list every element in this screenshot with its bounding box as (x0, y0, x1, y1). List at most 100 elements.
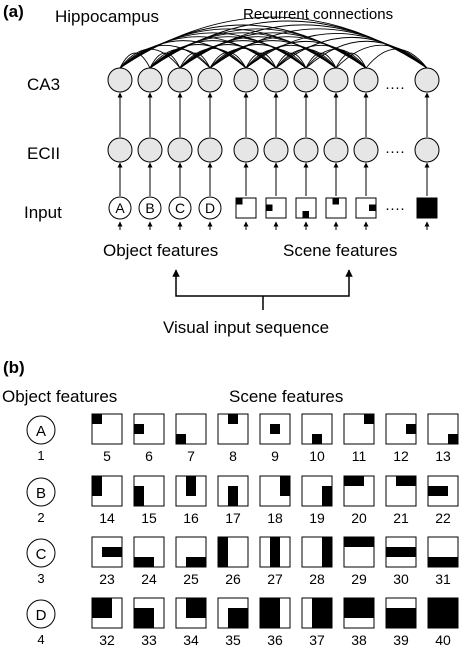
recurrent-arc (275, 36, 428, 69)
scene-feature-patch (396, 476, 416, 486)
scene-feature-number: 17 (225, 510, 241, 526)
object-features-header: Object features (2, 387, 117, 406)
object-input-letter: C (175, 200, 185, 216)
ca3-node (197, 67, 223, 93)
scene-feature-patch (260, 598, 280, 628)
panel-b-tag: (b) (3, 358, 25, 377)
scene-feature-patch (176, 434, 186, 444)
object-feature-number: 4 (37, 632, 44, 647)
scene-feature-number: 7 (187, 448, 195, 464)
object-feature-letter: D (36, 607, 47, 624)
scene-feature-number: 33 (141, 632, 157, 648)
ca3-ellipsis: ···· (385, 79, 405, 96)
scene-feature-number: 24 (141, 571, 157, 587)
scene-input-square-filled (416, 197, 438, 219)
scene-feature-number: 15 (141, 510, 157, 526)
scene-feature-number: 27 (267, 571, 283, 587)
object-input-circle (138, 196, 162, 220)
scene-input-patch (302, 211, 309, 218)
scene-input-square (355, 197, 377, 219)
ca3-node (414, 67, 440, 93)
recurrent-arc (245, 45, 337, 69)
recurrent-arc (179, 44, 277, 69)
scene-input-patch (369, 204, 376, 211)
ca3-node (323, 67, 349, 93)
scene-feature-patch (270, 424, 280, 434)
scene-feature-patch (186, 476, 196, 496)
scene-feature-number: 28 (309, 571, 325, 587)
ecii-ellipsis: ···· (385, 143, 405, 160)
scene-feature-patch (134, 486, 144, 506)
recurrent-arc (275, 45, 367, 69)
object-feature-letter: A (36, 423, 46, 440)
recurrent-arc (149, 52, 181, 69)
scene-feature-number: 26 (225, 571, 241, 587)
input-ellipsis: ···· (385, 200, 405, 217)
scene-feature-patch (92, 476, 102, 496)
scene-feature-number: 12 (393, 448, 409, 464)
recurrent-arc (305, 48, 367, 69)
recurrent-arc (335, 44, 428, 69)
object-feature-circle (26, 538, 56, 568)
scene-feature-number: 23 (99, 571, 115, 587)
scene-feature-patch (186, 557, 206, 567)
scene-feature-number: 20 (351, 510, 367, 526)
object-feature-circle (26, 599, 56, 629)
scene-feature-patch (322, 486, 332, 506)
ecii-node (323, 137, 349, 163)
object-input-circle (108, 196, 132, 220)
recurrent-arc (245, 33, 428, 69)
recurrent-arc (209, 47, 277, 69)
scene-feature-patch (186, 598, 206, 618)
scene-feature-patch (102, 547, 122, 557)
scene-feature-patch (270, 537, 280, 567)
scene-feature-patch (312, 598, 332, 628)
scene-feature-number: 25 (183, 571, 199, 587)
recurrent-arc (179, 32, 367, 69)
scene-feature-number: 5 (103, 448, 111, 464)
ecii-node (263, 137, 289, 163)
ecii-node (353, 137, 379, 163)
object-input-circle (198, 196, 222, 220)
scene-feature-number: 11 (352, 448, 367, 464)
scene-features-header: Scene features (229, 387, 343, 406)
recurrent-arc (119, 45, 211, 69)
scene-feature-number: 38 (351, 632, 367, 648)
scene-feature-number: 35 (225, 632, 241, 648)
scene-feature-number: 37 (309, 632, 325, 648)
scene-feature-number: 31 (435, 571, 451, 587)
recurrent-arc (209, 44, 307, 69)
scene-feature-number: 39 (393, 632, 409, 648)
recurrent-arc (245, 52, 277, 69)
scene-feature-number: 36 (267, 632, 283, 648)
scene-feature-patch (386, 608, 416, 628)
scene-feature-number: 16 (183, 510, 199, 526)
scene-feature-patch (344, 598, 374, 618)
scene-feature-patch (134, 608, 154, 628)
scene-feature-number: 40 (435, 632, 451, 648)
recurrent-arc (275, 48, 337, 69)
recurrent-arc (245, 41, 367, 69)
ca3-node (107, 67, 133, 93)
scene-feature-number: 9 (271, 448, 279, 464)
scene-feature-number: 6 (145, 448, 153, 464)
ca3-node (293, 67, 319, 93)
scene-feature-patch (448, 434, 458, 444)
scene-feature-number: 30 (393, 571, 409, 587)
ecii-node (197, 137, 223, 163)
scene-feature-number: 32 (99, 632, 115, 648)
ca3-node (263, 67, 289, 93)
scene-feature-patch (344, 537, 374, 547)
recurrent-arc (209, 36, 367, 69)
scene-feature-patch (364, 414, 374, 424)
scene-feature-patch (312, 434, 322, 444)
scene-feature-patch (92, 598, 112, 618)
scene-feature-patch (344, 476, 364, 486)
scene-features-label: Scene features (283, 241, 397, 260)
ecii-row-label: ECII (27, 144, 60, 163)
object-feature-circle (26, 477, 56, 507)
ecii-node-row (107, 137, 440, 163)
